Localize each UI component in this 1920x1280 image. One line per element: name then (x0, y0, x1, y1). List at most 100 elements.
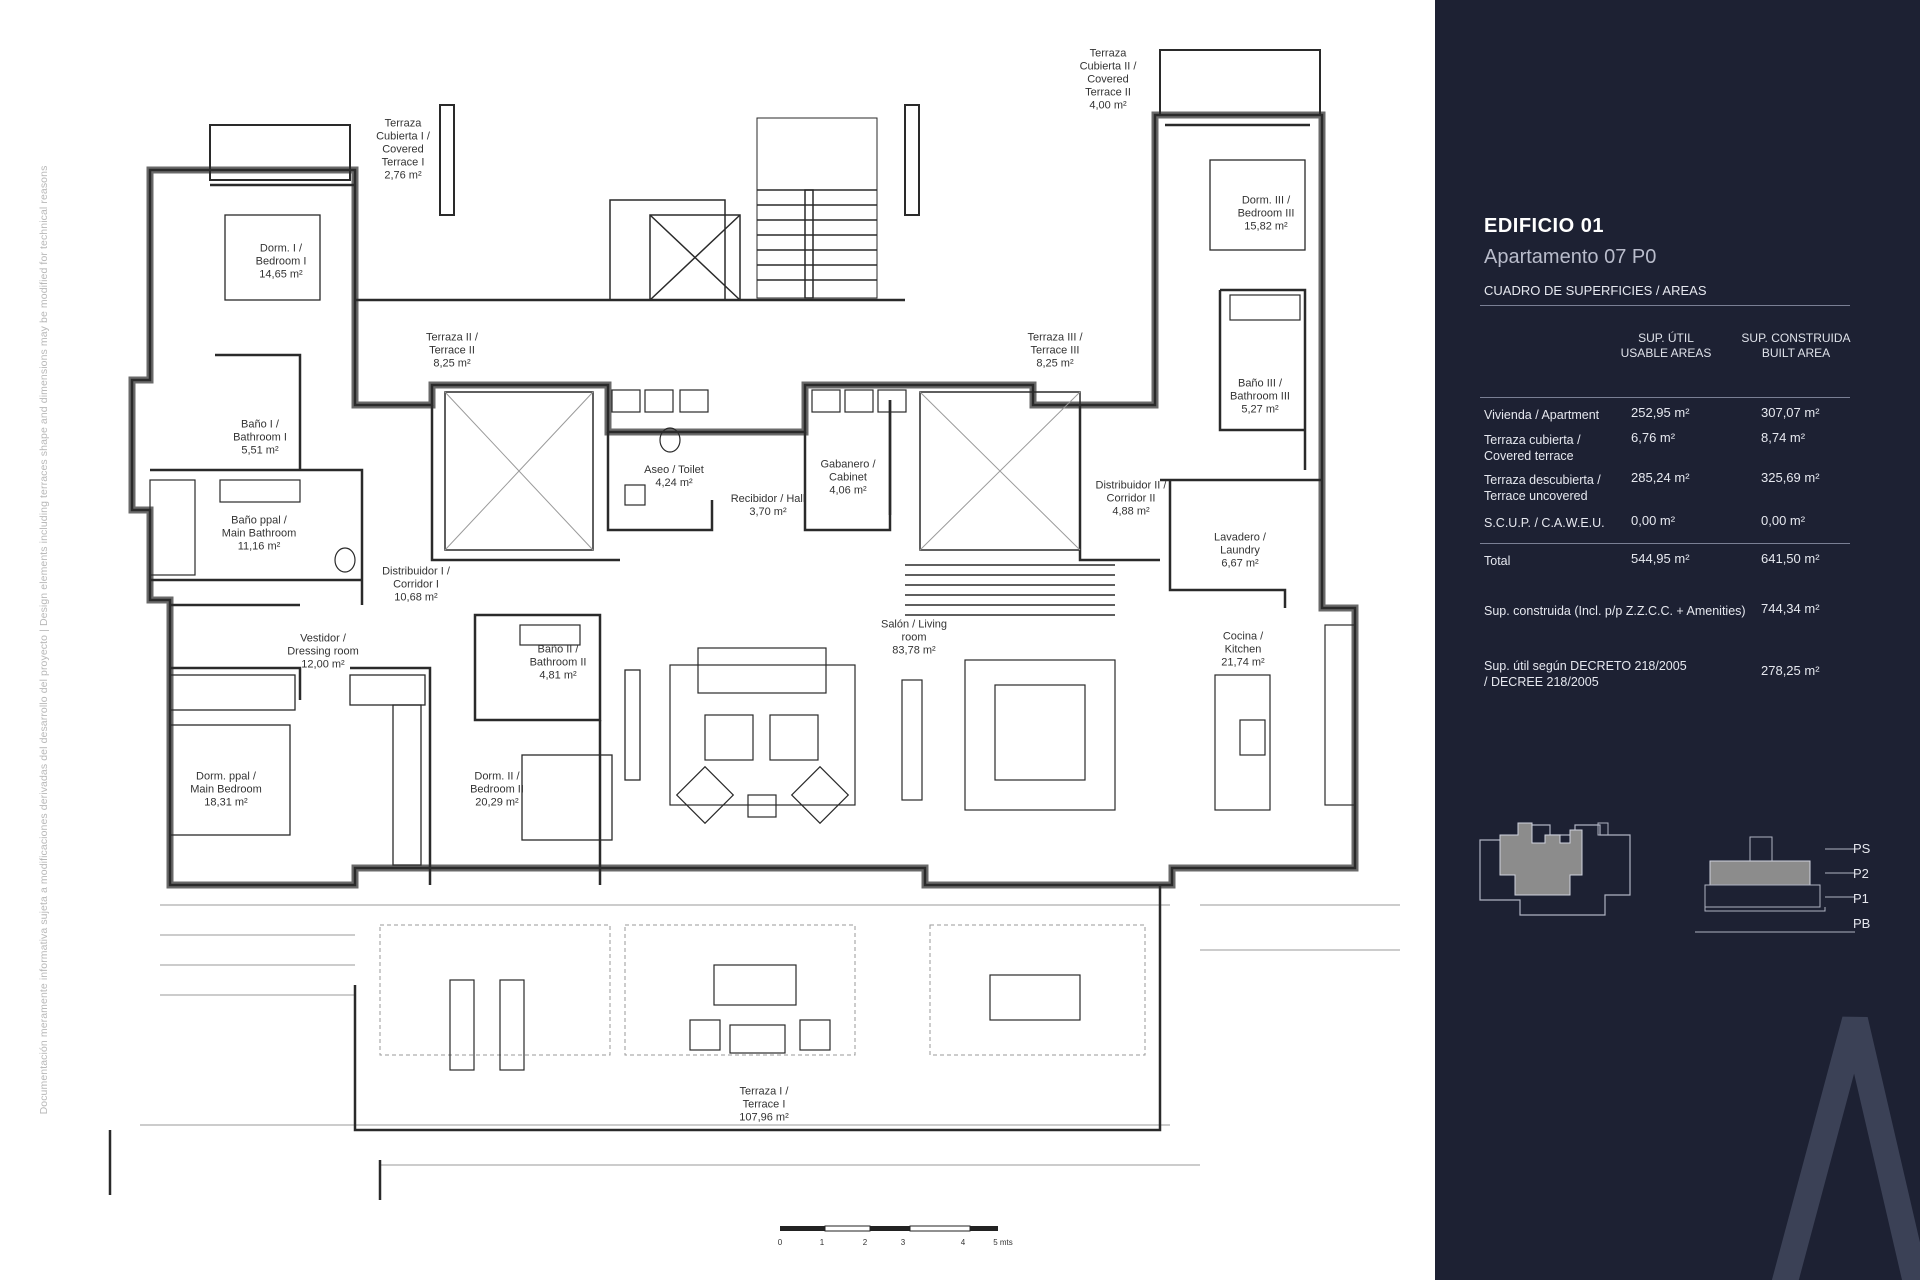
legal-disclaimer: Documentación meramente informativa suje… (38, 165, 50, 1115)
column-built-header: SUP. CONSTRUIDA BUILT AREA (1741, 331, 1851, 360)
scale-tick-label: 1 (820, 1238, 825, 1247)
area-row-built: 8,74 m² (1761, 430, 1806, 445)
room-label-line: Main Bedroom (190, 783, 262, 796)
room-label-line: Bedroom I (255, 255, 307, 268)
room-label-line: Baño II / (537, 643, 579, 656)
total-built: 641,50 m² (1761, 551, 1820, 566)
area-row-built: 325,69 m² (1761, 470, 1820, 485)
room-label-line: Cocina / (1222, 630, 1264, 643)
area-row-label: Vivienda / Apartment (1484, 407, 1599, 423)
room-label-line: Terraza (1089, 47, 1127, 60)
area-row-label-line: Terraza descubierta / (1484, 473, 1601, 487)
room-label-line: 4,88 m² (1112, 505, 1150, 518)
room-label-line: 2,76 m² (384, 169, 422, 182)
room-label-line: Dorm. I / (259, 242, 303, 255)
apartment-subtitle: Apartamento 07 P0 (1484, 246, 1657, 268)
column-usable-header: SUP. ÚTIL USABLE AREAS (1620, 331, 1712, 360)
room-label-line: Cabinet (829, 471, 867, 484)
floor-plan: Documentación meramente informativa suje… (38, 48, 1400, 1247)
total-usable: 544,95 m² (1631, 551, 1690, 566)
divider (1480, 543, 1850, 544)
room-label-line: 14,65 m² (259, 268, 303, 281)
room-label-line: Terraza III / (1027, 331, 1083, 344)
room-label-line: Terraza (384, 117, 422, 130)
beds (169, 159, 1306, 841)
room-label-line: Terraza I / (739, 1085, 789, 1098)
floor-plan-drawing (108, 49, 1400, 1200)
room-label-line: 83,78 m² (892, 644, 936, 657)
area-row-built: 0,00 m² (1761, 513, 1806, 528)
area-row-label-line: Terrace uncovered (1484, 489, 1588, 503)
level-key (1695, 836, 1855, 933)
area-row-label: Terraza cubierta /Covered terrace (1484, 432, 1581, 464)
room-label-line: Baño III / (1237, 377, 1283, 390)
area-row-label: Terraza descubierta / Terrace uncovered (1484, 472, 1601, 504)
room-label-line: 21,74 m² (1221, 656, 1265, 669)
area-row-label: S.C.U.P. / C.A.W.E.U. (1484, 515, 1605, 531)
room-label-line: Distribuidor I / (382, 565, 450, 578)
room-label-line: Distribuidor II / (1095, 479, 1167, 492)
room-label-line: Terrace III (1030, 344, 1080, 357)
room-label-line: Dorm. ppal / (196, 770, 256, 783)
stair-core (609, 117, 1115, 616)
room-label-line: Laundry (1220, 544, 1260, 557)
terrace-outline (108, 885, 1162, 1200)
total-label: Total (1484, 554, 1511, 568)
room-label-line: 11,16 m² (237, 540, 281, 553)
area-row-label-line: Vivienda / Apartment (1484, 408, 1600, 422)
level-ps: PS (1853, 841, 1871, 856)
room-label-line: Recibidor / Hall (730, 493, 806, 505)
room-label-line: Baño ppal / (231, 514, 287, 527)
room-label-line: 12,00 m² (301, 658, 345, 671)
building-title: EDIFICIO 01 (1484, 215, 1604, 237)
terrace-furniture (449, 964, 1081, 1071)
scale-tick-label: 0 (778, 1238, 783, 1247)
room-label-line: Terrace II (1085, 86, 1131, 99)
scale-tick-label: 5 mts (993, 1238, 1013, 1247)
sup-util-value: 278,25 m² (1761, 663, 1820, 678)
section-title: CUADRO DE SUPERFICIES / AREAS (1484, 283, 1707, 298)
room-label-line: Lavadero / (1214, 531, 1266, 544)
outer-wall-inner (130, 113, 1357, 887)
room-label-line: Gabanero / (820, 458, 876, 471)
living-furniture (669, 624, 1356, 825)
level-p1: P1 (1853, 891, 1869, 906)
room-label-line: Main Bathroom (221, 527, 297, 540)
room-label-line: Terrace I (742, 1098, 786, 1111)
area-row-label-line: Covered terrace (1484, 449, 1574, 463)
sup-construida-value: 744,34 m² (1761, 601, 1820, 616)
sup-construida-label: Sup. construida (Incl. p/p Z.Z.C.C. + Am… (1484, 604, 1746, 618)
room-label-line: 8,25 m² (433, 357, 471, 370)
divider (1480, 397, 1850, 398)
room-label-line: 5,27 m² (1241, 403, 1279, 416)
room-label-line: 5,51 m² (241, 444, 279, 457)
area-row-usable: 0,00 m² (1631, 513, 1676, 528)
room-label-line: 107,96 m² (739, 1111, 789, 1124)
room-label-line: Corridor I (393, 578, 439, 591)
scale-tick-label: 4 (961, 1238, 966, 1247)
area-row-usable: 6,76 m² (1631, 430, 1676, 445)
room-label-line: Bedroom III (1237, 207, 1295, 220)
room-label-line: Terrace I (381, 156, 425, 169)
room-label-line: Bedroom II (470, 783, 524, 796)
covered-terraces (209, 49, 1321, 216)
area-row-usable: 285,24 m² (1631, 470, 1690, 485)
room-label-line: Aseo / Toilet (644, 464, 704, 476)
